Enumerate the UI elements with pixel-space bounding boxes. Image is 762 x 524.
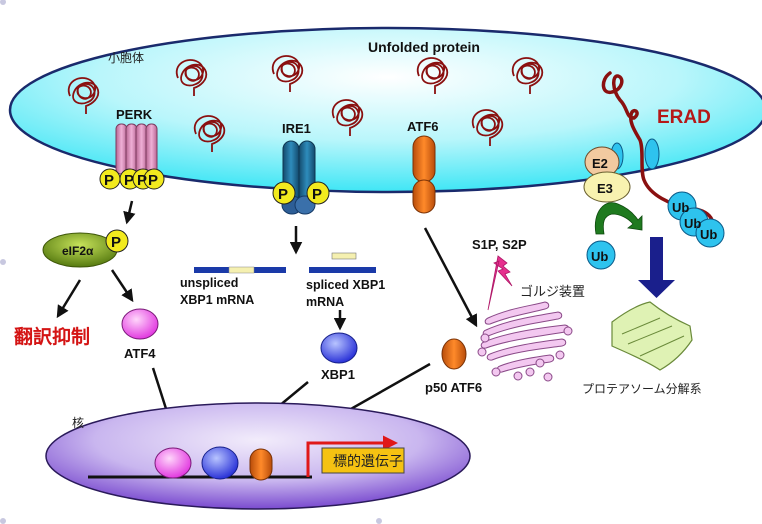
corner-dot	[0, 259, 6, 265]
free-ubiquitin	[586, 240, 616, 270]
proteasome-icon	[611, 301, 693, 371]
eif2a-phospho	[105, 229, 129, 253]
nucleus-label: 核	[72, 416, 84, 430]
e3-label: E3	[597, 181, 613, 196]
translation-inhibition-label: 翻訳抑制	[14, 325, 90, 348]
phospho-label: P	[124, 172, 134, 189]
atf4-protein	[121, 308, 159, 340]
er-label: 小胞体	[108, 51, 144, 65]
corner-dot	[0, 0, 6, 5]
xbp1-bound	[201, 446, 239, 480]
transcription-start-arrow	[306, 435, 398, 477]
unfolded-protein-label: Unfolded protein	[368, 39, 480, 55]
unspliced-label-line2: XBP1 mRNA	[180, 293, 254, 307]
atf4-bound	[154, 447, 192, 479]
phospho-label: P	[312, 186, 322, 203]
ub-label: Ub	[591, 249, 608, 264]
corner-dot	[376, 518, 382, 524]
atf6-label: ATF6	[407, 119, 439, 134]
arrow-atf6-to-golgi	[423, 227, 478, 328]
target-gene-box	[321, 447, 405, 474]
phospho-label: P	[278, 186, 288, 203]
atf6-receptor	[412, 135, 436, 214]
protease-lightning-icon	[487, 255, 513, 311]
proteasome-label: プロテアソーム分解系	[582, 382, 702, 396]
phospho-label: P	[111, 234, 121, 251]
xbp1-protein	[320, 332, 358, 364]
spliced-xbp1-mrna	[309, 267, 376, 273]
er-membrane	[8, 26, 762, 194]
spliced-label-line1: spliced XBP1	[306, 278, 385, 292]
translocon-channel	[644, 138, 660, 170]
ire1-phospho	[306, 181, 330, 205]
ub-label: Ub	[672, 200, 689, 215]
golgi-apparatus	[477, 301, 573, 382]
e3-enzyme	[583, 171, 631, 203]
arrow-to-atf4	[110, 269, 134, 303]
ire1-phospho	[272, 181, 296, 205]
unspliced-label-line1: unspliced	[180, 276, 238, 290]
ub-label: Ub	[700, 227, 717, 242]
phospho-label: P	[104, 172, 114, 189]
unspliced-xbp1-mrna	[194, 266, 286, 274]
spliced-label-line2: mRNA	[306, 295, 344, 309]
perk-label: PERK	[116, 107, 153, 122]
arrow-perk-to-eif2a	[123, 200, 136, 225]
atf4-label: ATF4	[124, 346, 156, 361]
xbp1-label: XBP1	[321, 367, 355, 382]
p50-atf6-bound	[249, 448, 273, 481]
ub-chain: Ub Ub Ub	[667, 191, 725, 248]
ire1-label: IRE1	[282, 121, 311, 136]
e2-label: E2	[592, 156, 608, 171]
phospho-label: P	[148, 172, 158, 189]
arrow-to-translation-inhibition	[56, 279, 82, 319]
s1p-s2p-label: S1P, S2P	[472, 237, 527, 252]
erad-title: ERAD	[657, 107, 711, 128]
perk-receptor	[115, 123, 158, 175]
phospho-label: P	[137, 172, 147, 189]
ub-label: Ub	[684, 216, 701, 231]
p50-atf6-label: p50 ATF6	[425, 380, 482, 395]
ubiquitin-transfer-arrow-icon	[594, 202, 643, 235]
corner-dot	[0, 518, 6, 524]
eif2a-label: eIF2α	[62, 244, 94, 258]
perk-phospho-group: P P P P	[99, 168, 165, 190]
degradation-arrow-icon	[638, 237, 675, 298]
p50-atf6-protein	[441, 338, 467, 370]
target-gene-label: 標的遺伝子	[333, 454, 403, 470]
excised-intron	[331, 252, 357, 260]
golgi-label: ゴルジ装置	[520, 284, 585, 300]
misfolded-protein-chain	[601, 71, 714, 222]
